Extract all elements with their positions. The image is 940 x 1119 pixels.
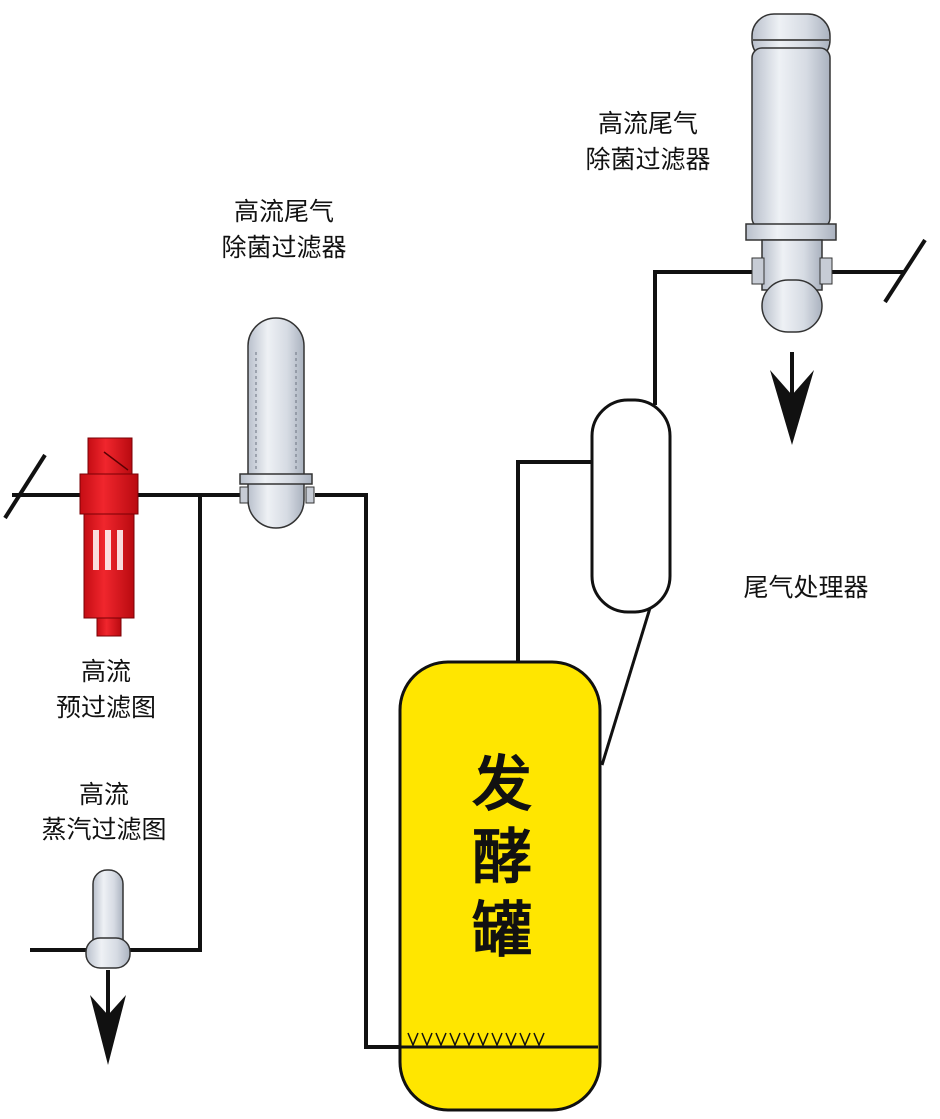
steam-filter-drain-arrow — [90, 970, 126, 1065]
fermenter-label-3: 罐 — [472, 896, 532, 966]
mid-sterile-filter — [239, 317, 315, 529]
fermenter-label-1: 发 — [472, 750, 532, 820]
top-sterile-filter — [745, 13, 837, 445]
fermenter-label-2: 酵 — [472, 823, 532, 893]
pre-filter-label-line1: 高流 — [81, 657, 131, 686]
steam-filter-label-line1: 高流 — [79, 780, 129, 809]
label-top-filter: 高流尾气 除菌过滤器 — [585, 109, 710, 174]
processor-outlet-pipe — [653, 270, 760, 405]
top-filter-drain-arrow — [770, 352, 814, 445]
mid-filter-label-line1: 高流尾气 — [234, 197, 334, 226]
fermenter-tank: 发 酵 罐 — [398, 660, 602, 1112]
mid-filter-label-line2: 除菌过滤器 — [221, 233, 346, 262]
pre-filter-label-line2: 预过滤图 — [56, 693, 156, 722]
red-pre-filter — [79, 437, 139, 637]
top-outlet-valve-mark — [883, 238, 927, 304]
top-filter-label-line1: 高流尾气 — [598, 109, 698, 138]
exhaust-pipe — [516, 460, 600, 662]
steam-filter — [85, 869, 131, 1065]
return-pipe — [600, 607, 652, 766]
label-pre-filter: 高流 预过滤图 — [56, 657, 156, 722]
steam-filter-label-line2: 蒸汽过滤图 — [41, 815, 166, 844]
sparger — [398, 1032, 598, 1049]
top-filter-label-line2: 除菌过滤器 — [585, 145, 710, 174]
label-mid-filter: 高流尾气 除菌过滤器 — [221, 197, 346, 262]
exhaust-processor-label: 尾气处理器 — [743, 573, 868, 602]
exhaust-processor — [590, 398, 672, 614]
inlet-valve-mark — [3, 453, 47, 520]
label-steam-filter: 高流 蒸汽过滤图 — [41, 780, 166, 844]
